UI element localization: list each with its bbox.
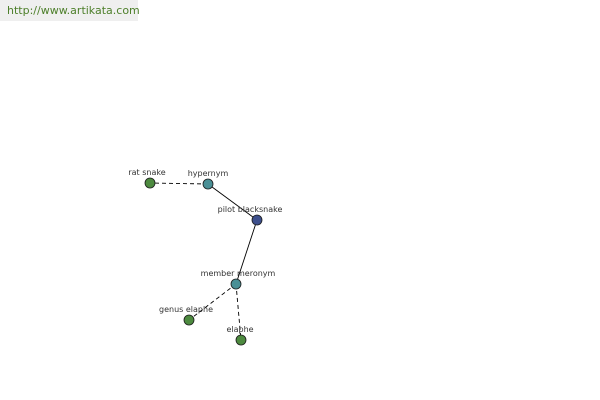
node-label-hypernym: hypernym [188,169,229,178]
edge-pilot-blacksnake-hypernym [207,183,258,221]
node-member-meronym[interactable]: member meronym [201,269,276,290]
node-label-genus-elaphe: genus elaphe [159,305,213,314]
node-label-elaphe: elaphe [226,325,253,334]
node-circle-rat-snake[interactable] [144,177,156,189]
edge-pilot-blacksnake-member-meronym [235,219,258,285]
node-circle-hypernym[interactable] [202,178,214,190]
url-banner[interactable]: http://www.artikata.com [0,0,140,21]
node-label-rat-snake: rat snake [128,168,165,177]
nodes-layer: pilot blacksnake hypernym member meronym ra… [128,168,283,346]
node-genus-elaphe[interactable]: genus elaphe [159,305,213,326]
node-elaphe[interactable]: elaphe [226,325,254,346]
node-hypernym[interactable]: hypernym [188,169,229,190]
edges-layer [149,182,258,341]
node-circle-member-meronym[interactable] [230,278,242,290]
node-circle-pilot-blacksnake[interactable] [251,214,263,226]
node-circle-genus-elaphe[interactable] [183,314,195,326]
edge-member-meronym-genus-elaphe [188,283,237,321]
node-circle-elaphe[interactable] [235,334,247,346]
edge-hypernym-rat-snake [149,182,209,185]
node-pilot-blacksnake[interactable]: pilot blacksnake [218,205,283,226]
node-rat-snake[interactable]: rat snake [128,168,166,189]
edge-member-meronym-elaphe [235,283,242,341]
node-label-member-meronym: member meronym [201,269,276,278]
node-label-pilot-blacksnake: pilot blacksnake [218,205,283,214]
